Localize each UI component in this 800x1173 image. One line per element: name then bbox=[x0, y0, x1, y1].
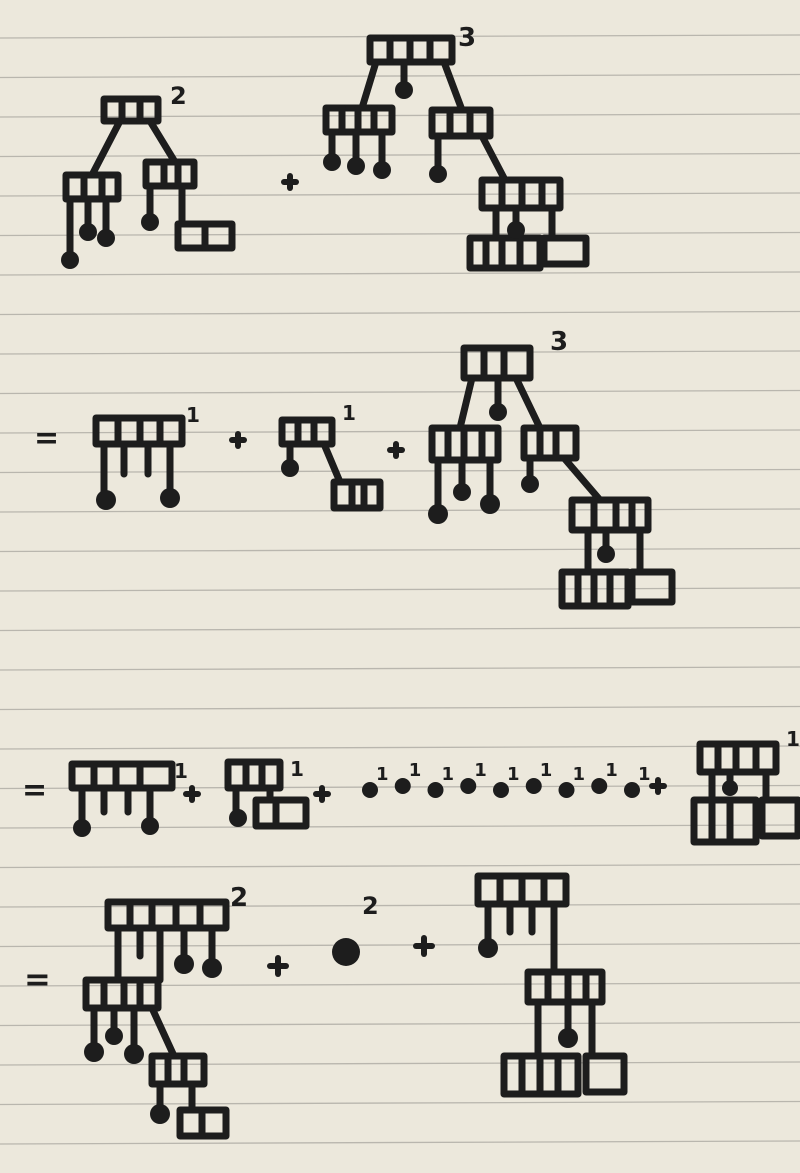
dot-node bbox=[493, 782, 509, 798]
dot-node bbox=[591, 778, 608, 794]
equals-sign: = bbox=[24, 960, 51, 998]
ruled-line bbox=[0, 508, 800, 513]
ruled-line bbox=[0, 192, 800, 197]
tree-diagram bbox=[224, 758, 310, 830]
plus-sign bbox=[649, 777, 667, 795]
equation-line-4: = 2 2 bbox=[24, 872, 628, 1140]
equals-sign: = bbox=[34, 421, 59, 456]
ruled-line bbox=[0, 113, 800, 118]
ruled-line bbox=[0, 1100, 800, 1106]
exponent-label: 1 bbox=[376, 764, 389, 785]
exponent-label: 1 bbox=[409, 760, 422, 781]
plus-sign bbox=[387, 441, 405, 459]
ruled-line bbox=[0, 942, 800, 948]
exponent-label: 1 bbox=[540, 760, 553, 781]
ruled-line bbox=[0, 152, 800, 158]
dot-node bbox=[558, 782, 575, 798]
exponent-label: 3 bbox=[458, 23, 476, 53]
dot-node bbox=[427, 782, 444, 798]
exponent-label: 1 bbox=[507, 764, 520, 785]
ruled-line bbox=[0, 626, 800, 632]
exponent-label: 1 bbox=[573, 764, 586, 785]
exponent-label: 2 bbox=[362, 892, 379, 920]
tree-diagram bbox=[690, 740, 800, 846]
ruled-line bbox=[0, 824, 800, 829]
dot-node bbox=[394, 778, 411, 794]
ruled-line bbox=[0, 350, 800, 355]
ruled-line bbox=[0, 231, 800, 237]
exponent-label: 1 bbox=[442, 764, 455, 785]
ruled-line bbox=[0, 271, 800, 276]
ruled-line bbox=[0, 666, 800, 671]
exponent-label: 1 bbox=[474, 760, 487, 781]
plus-sign bbox=[313, 785, 331, 803]
ruled-line bbox=[0, 705, 800, 711]
ruled-line bbox=[0, 1140, 800, 1145]
equation-line-2: = 1 1 bbox=[34, 327, 676, 610]
plus-sign bbox=[267, 955, 289, 977]
ruled-line bbox=[0, 73, 800, 79]
exponent-label: 2 bbox=[170, 82, 187, 110]
ruled-line bbox=[0, 745, 800, 750]
dot-node bbox=[624, 782, 640, 798]
plus-sign bbox=[281, 173, 299, 191]
exponent-label: 1 bbox=[786, 727, 800, 751]
exponent-label: 1 bbox=[186, 403, 200, 427]
single-node bbox=[332, 938, 360, 966]
ruled-line bbox=[0, 468, 800, 474]
exponent-label: 1 bbox=[342, 401, 356, 425]
exponent-label: 1 bbox=[174, 759, 188, 783]
tree-diagram bbox=[474, 872, 628, 1098]
ruled-line bbox=[0, 587, 800, 592]
tree-diagram bbox=[61, 95, 236, 269]
plus-sign bbox=[183, 785, 201, 803]
ruled-line bbox=[0, 863, 800, 869]
tree-diagram bbox=[278, 416, 384, 512]
exponent-label: 2 bbox=[230, 883, 248, 913]
dot-node bbox=[460, 778, 477, 794]
tree-diagram bbox=[68, 760, 176, 837]
ruled-line bbox=[0, 547, 800, 553]
exponent-label: 1 bbox=[290, 757, 304, 781]
ruled-line bbox=[0, 389, 800, 395]
equation-line-1: 2 3 bbox=[61, 23, 590, 272]
plus-sign bbox=[229, 431, 247, 449]
tree-diagram bbox=[82, 898, 230, 1140]
ruled-line bbox=[0, 429, 800, 434]
dot-node bbox=[525, 778, 542, 794]
dot-node bbox=[362, 782, 378, 798]
tree-diagram bbox=[428, 344, 676, 610]
ruled-line bbox=[0, 982, 800, 987]
tree-diagram bbox=[322, 34, 590, 272]
exponent-label: 1 bbox=[638, 764, 651, 785]
tree-diagram bbox=[92, 414, 186, 510]
plus-sign bbox=[413, 935, 435, 957]
ruled-line bbox=[0, 1061, 800, 1066]
exponent-label: 3 bbox=[550, 327, 568, 357]
equals-sign: = bbox=[22, 773, 47, 808]
ruled-line bbox=[0, 310, 800, 316]
exponent-label: 1 bbox=[605, 760, 618, 781]
